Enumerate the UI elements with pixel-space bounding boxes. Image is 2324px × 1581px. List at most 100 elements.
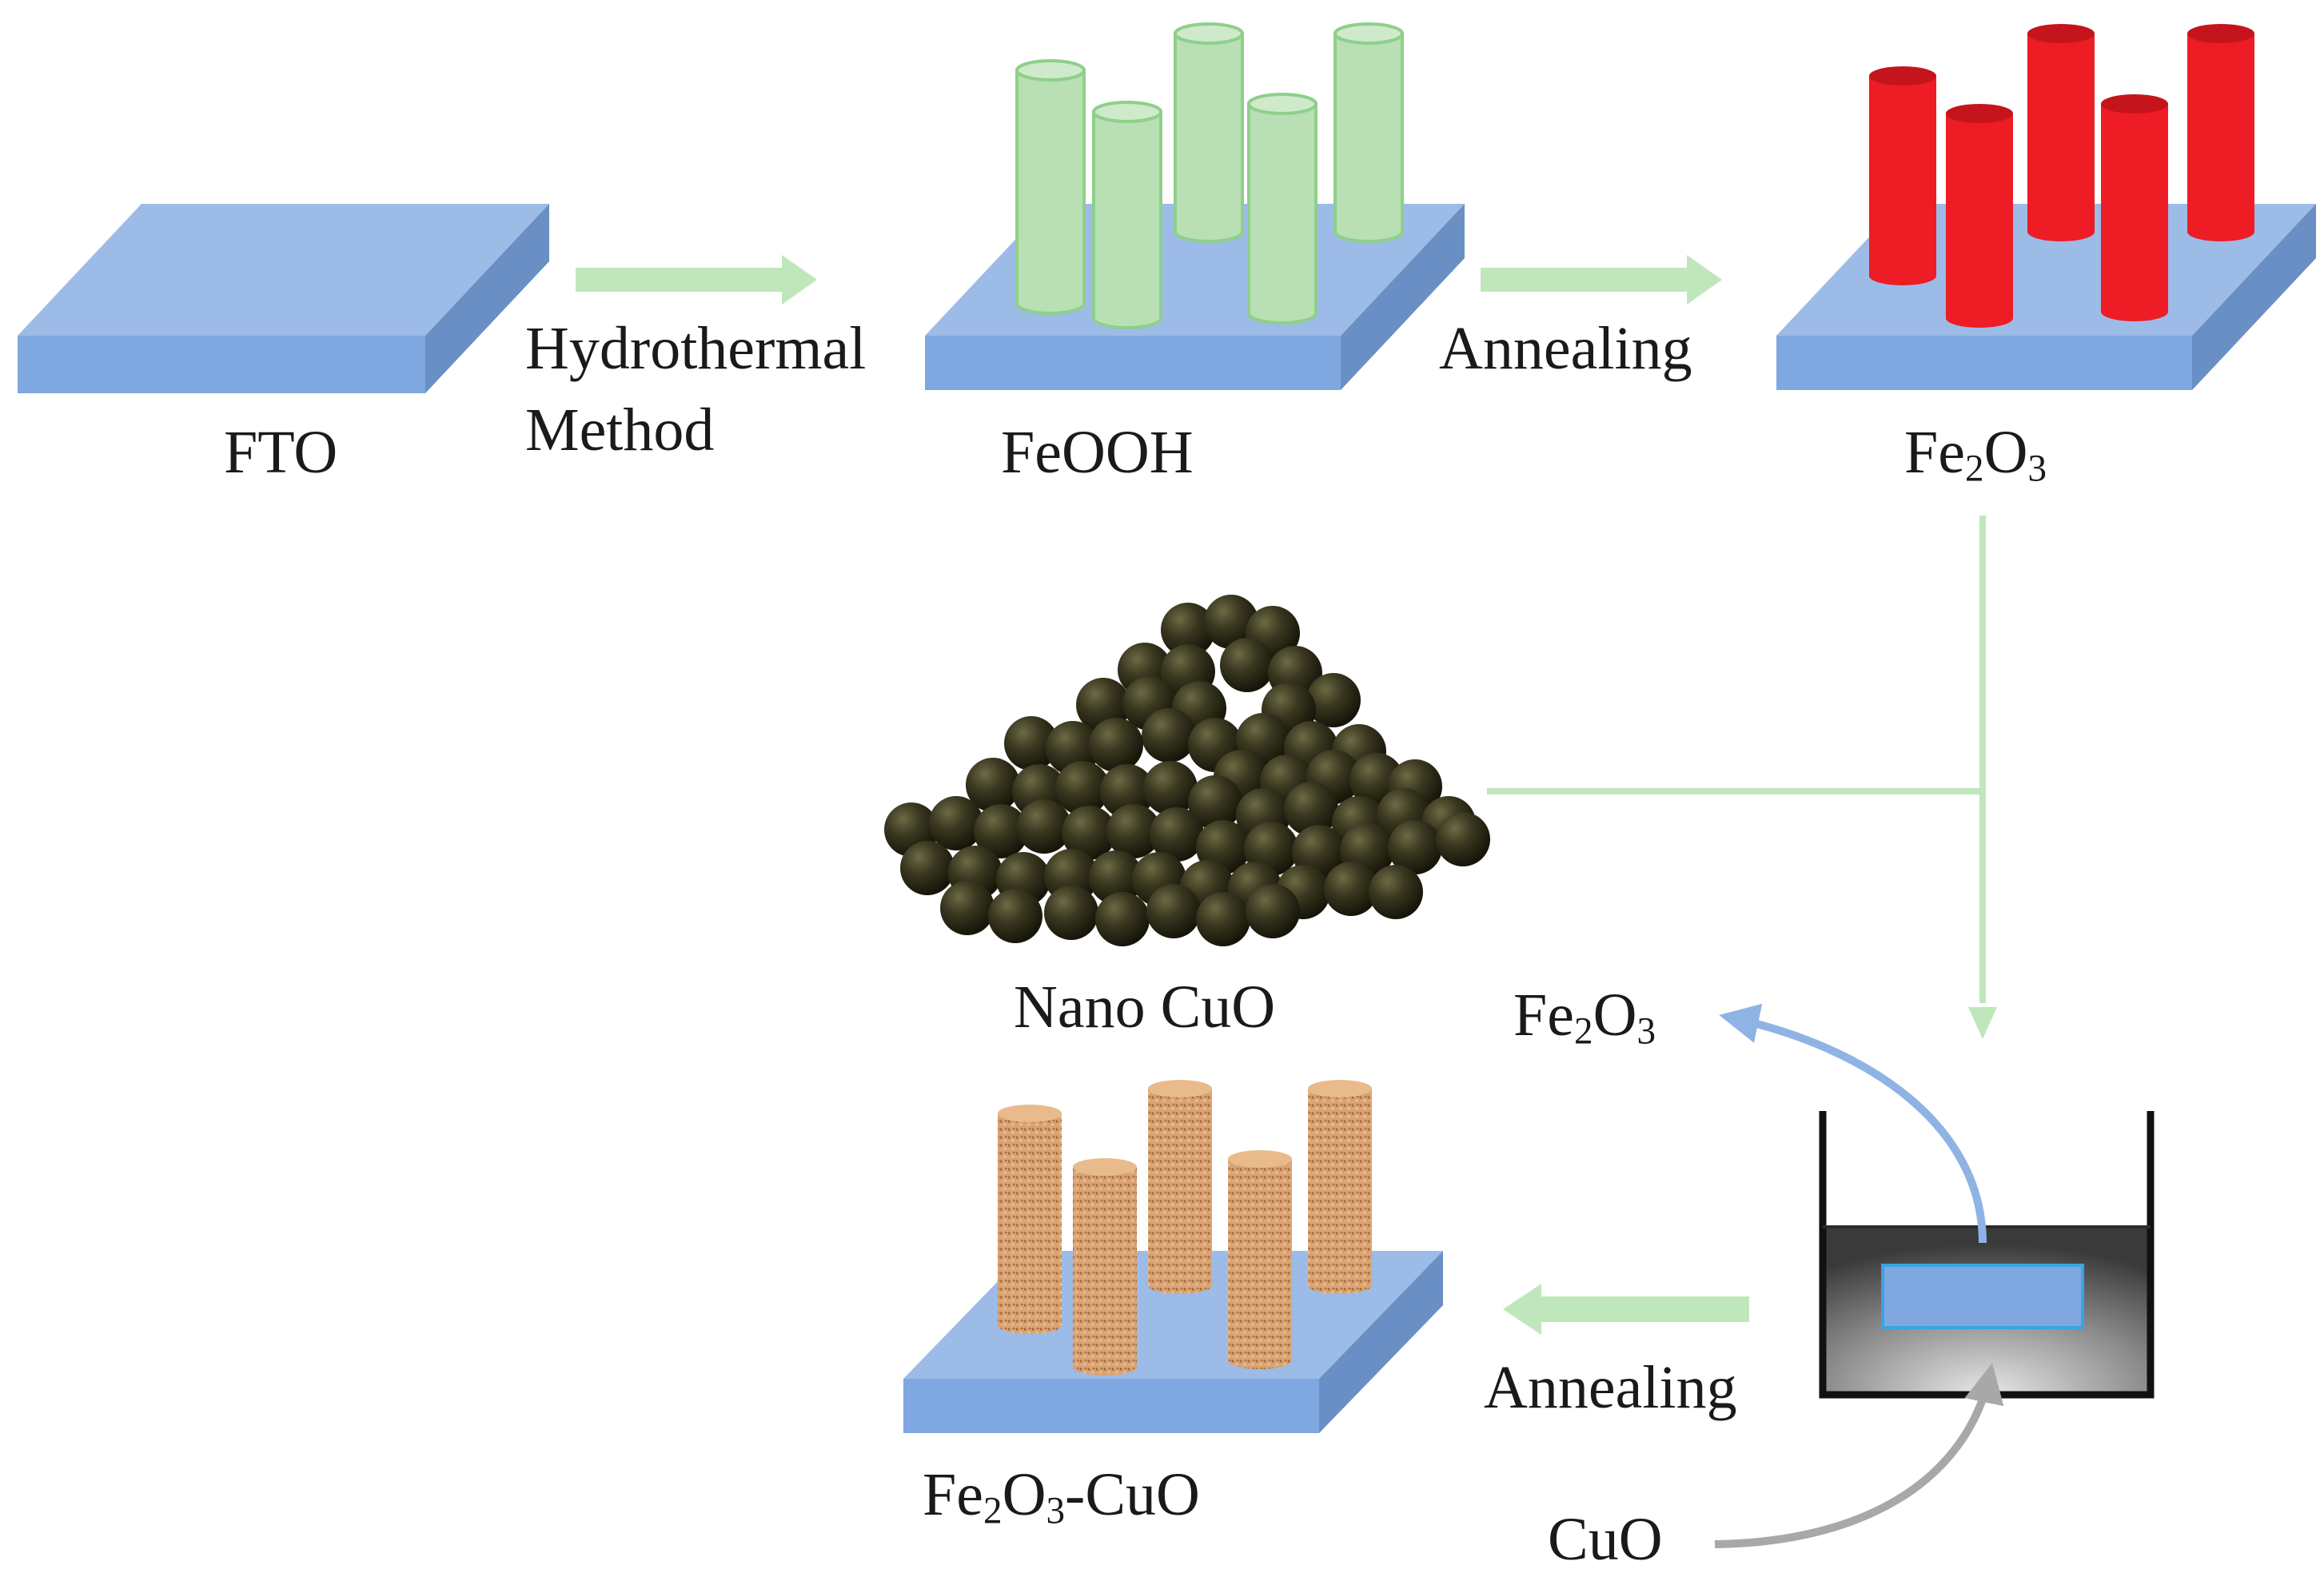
fe2o3-label-top: Fe2O3	[1904, 419, 2047, 490]
cuo-coated-rod-1-cap	[998, 1105, 1062, 1122]
cuo-nanoparticle-61	[940, 881, 995, 935]
cuo-nanoparticle-67	[1246, 884, 1300, 938]
fto-substrate-top	[18, 204, 549, 336]
cuo-nanoparticle-50	[900, 841, 955, 895]
fe2o3-rod-3-cap	[2187, 24, 2254, 43]
cuo-coated-rod-3-cap	[1308, 1080, 1372, 1097]
cuo-nanoparticle-8	[1306, 673, 1361, 727]
cuo-coated-rod-5	[1228, 1150, 1292, 1369]
cuo-nanoparticle-2	[1204, 595, 1258, 649]
feooh-rod-1-body	[1015, 69, 1086, 315]
fe2o3-rod-1	[1869, 66, 1936, 285]
fto-label: FTO	[224, 419, 338, 486]
fe2o3-rod-5-body	[2101, 104, 2168, 321]
cuo-nanoparticle-20	[1089, 718, 1143, 772]
annealing-arrow-bottom	[1503, 1284, 1749, 1335]
down-arrowhead	[1968, 1007, 1997, 1039]
cuo-nanoparticle-13	[1142, 708, 1196, 763]
fe2o3-rod-5	[2101, 94, 2168, 321]
cuo-nanoparticle-31	[1188, 775, 1242, 830]
cuo-nanoparticle-54	[1089, 850, 1143, 905]
feooh-rod-1	[1015, 59, 1086, 315]
fe2o3-rod-4-body	[1946, 113, 2013, 328]
cuo-coated-rod-2	[1148, 1080, 1212, 1294]
cuo-coated-rod-2-cap	[1148, 1080, 1212, 1097]
cuo-nanoparticle-43	[1150, 807, 1204, 862]
fe2o3-substrate-side	[2192, 204, 2316, 390]
feooh-rod-2-body	[1174, 32, 1244, 243]
feooh-rod-4	[1092, 101, 1162, 329]
feooh-substrate-front	[925, 336, 1341, 390]
fe2o3-rod-5-cap	[2101, 94, 2168, 113]
cuo-nanoparticle-42	[1106, 804, 1161, 858]
cuo-nanoparticle-40	[1017, 799, 1071, 854]
fe2o3-rod-1-body	[1869, 76, 1936, 285]
feooh-rod-4-cap	[1092, 101, 1162, 123]
feooh-rod-3-body	[1333, 32, 1404, 243]
method-label: Method	[525, 396, 715, 464]
cuo-nanoparticle-65	[1146, 884, 1201, 938]
cuo-nanoparticle-49	[1436, 812, 1490, 866]
fe2o3-cuo-label: Fe2O3-CuO	[923, 1461, 1200, 1532]
cuo-nanoparticle-41	[1062, 806, 1116, 860]
cuo-nanoparticle-62	[988, 889, 1042, 943]
cuo-nanoparticle-6	[1220, 638, 1274, 692]
cuo-nanoparticle-66	[1196, 892, 1250, 946]
fe2o3-cuo-substrate-side	[1319, 1251, 1443, 1433]
feooh-rod-5-body	[1247, 102, 1317, 325]
fe2o3-rod-2-body	[2027, 34, 2095, 241]
cuo-nanoparticle-39	[974, 804, 1028, 858]
cuo-coated-rod-1-body	[998, 1113, 1062, 1334]
annealing-label-top: Annealing	[1439, 315, 1692, 382]
fto-substrate-front	[18, 336, 425, 393]
cuo-coated-rod-4-cap	[1073, 1158, 1137, 1176]
cuo-coated-rod-4-body	[1073, 1167, 1137, 1376]
cuo-addition-arrow	[1714, 1363, 2004, 1548]
feooh-rod-3	[1333, 22, 1404, 243]
feooh-label: FeOOH	[1001, 419, 1194, 486]
fe2o3-rod-2-cap	[2027, 24, 2095, 43]
cuo-nanoparticle-33	[1284, 782, 1338, 836]
fe2o3-cuo-substrate-front	[903, 1379, 1319, 1433]
fe2o3-rod-4	[1946, 104, 2013, 328]
hydrothermal-label: Hydrothermal	[525, 315, 867, 382]
fe2o3-immersion-arrow	[1719, 1003, 1987, 1244]
feooh-rod-2-cap	[1174, 22, 1244, 45]
hydrothermal-arrow	[576, 255, 817, 305]
cuo-nanoparticle-48	[1388, 820, 1442, 874]
fe2o3-rod-3-body	[2187, 34, 2254, 241]
cuo-label: CuO	[1548, 1506, 1663, 1573]
cuo-nanoparticle-63	[1044, 886, 1098, 940]
fe2o3-rod-4-cap	[1946, 104, 2013, 123]
cuo-nanoparticle-1	[1161, 603, 1215, 657]
nano-cuo-label: Nano CuO	[1014, 974, 1276, 1041]
fe2o3-label-beaker: Fe2O3	[1513, 982, 1656, 1053]
annealing-arrow-top	[1481, 255, 1722, 305]
cuo-nanoparticle-59	[1324, 862, 1378, 916]
cuo-nanoparticle-28	[1055, 761, 1110, 815]
cuo-nanoparticle-30	[1143, 761, 1198, 815]
fto-substrate-side	[425, 204, 549, 393]
feooh-rod-5	[1247, 93, 1317, 325]
cuo-nanoparticle-64	[1095, 892, 1150, 946]
cuo-coated-rod-1	[998, 1105, 1062, 1334]
immersed-substrate	[1881, 1264, 2084, 1329]
cuo-nanoparticle-60	[1369, 865, 1423, 919]
feooh-rod-1-cap	[1015, 59, 1086, 82]
cuo-coated-rod-5-body	[1228, 1159, 1292, 1369]
cuo-nanoparticle-18	[1004, 716, 1058, 771]
fe2o3-substrate-front	[1776, 336, 2192, 390]
cuo-nanoparticle-38	[929, 796, 983, 850]
annealing-label-bottom: Annealing	[1484, 1354, 1737, 1421]
cuo-coated-rod-4	[1073, 1158, 1137, 1376]
fto-substrate	[18, 204, 549, 393]
fe2o3-rod-3	[2187, 24, 2254, 241]
cuo-nanoparticle-29	[1100, 764, 1154, 818]
cuo-nanoparticle-26	[966, 758, 1020, 812]
feooh-rod-3-cap	[1333, 22, 1404, 45]
cuo-coated-rod-2-body	[1148, 1089, 1212, 1294]
feooh-rod-4-body	[1092, 110, 1162, 329]
fe2o3-rod-2	[2027, 24, 2095, 241]
